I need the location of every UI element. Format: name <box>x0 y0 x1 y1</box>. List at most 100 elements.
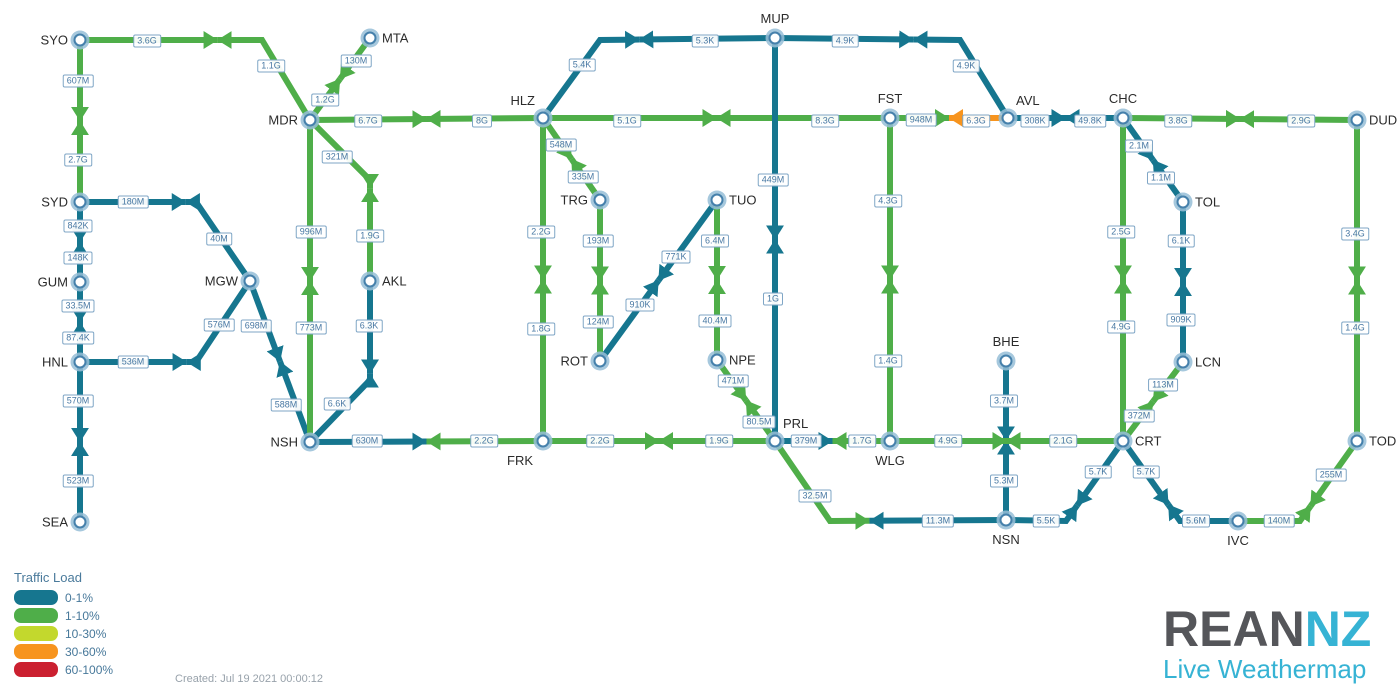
node-mta[interactable] <box>363 31 377 45</box>
node-fst[interactable] <box>883 111 897 125</box>
link-label-AKL-NSH-0[interactable]: 6.3K <box>355 319 383 333</box>
node-syd[interactable] <box>73 195 87 209</box>
node-avl[interactable] <box>1001 111 1015 125</box>
link-label-DUD-TOD-0[interactable]: 3.4G <box>1341 227 1369 241</box>
link-label-NPE-PRL-1[interactable]: 80.5M <box>742 415 776 429</box>
link-label-CHC-TOL-1[interactable]: 1.1M <box>1146 171 1176 185</box>
link-label-PRL-WLG-0[interactable]: 379M <box>790 434 822 448</box>
link-label-SYO-SYD-1[interactable]: 2.7G <box>64 153 92 167</box>
link-label-TRG-ROT-1[interactable]: 124M <box>582 315 614 329</box>
link-HLZ-MUP-fwd[interactable] <box>540 30 640 120</box>
link-label-MGW-NSH-0[interactable]: 698M <box>240 319 272 333</box>
link-label-LCN-CRT-1[interactable]: 372M <box>1123 409 1155 423</box>
node-lcn[interactable] <box>1176 355 1190 369</box>
link-label-MDR-NSH-0[interactable]: 996M <box>295 225 327 239</box>
node-wlg[interactable] <box>883 434 897 448</box>
link-label-NPE-PRL-0[interactable]: 471M <box>717 374 749 388</box>
link-label-CHC-TOL-0[interactable]: 2.1M <box>1124 139 1154 153</box>
link-label-HLZ-FST-0[interactable]: 5.1G <box>613 114 641 128</box>
link-label-AVL-CHC-1[interactable]: 49.8K <box>1074 114 1106 128</box>
link-label-NSH-FRK-0[interactable]: 630M <box>351 434 383 448</box>
link-CRT-IVC-rev[interactable] <box>1165 502 1238 524</box>
node-chc[interactable] <box>1116 111 1130 125</box>
link-label-MDR-HLZ-1[interactable]: 8G <box>471 114 493 128</box>
link-label-WLG-CRT-0[interactable]: 4.9G <box>934 434 962 448</box>
link-label-GUM-HNL-1[interactable]: 87.4K <box>62 331 94 345</box>
link-label-TOL-LCN-1[interactable]: 909K <box>1166 313 1196 327</box>
link-MDR-AKL-fwd[interactable] <box>307 117 379 189</box>
link-label-MUP-AVL-0[interactable]: 4.9K <box>831 34 859 48</box>
link-CRT-NSN-rev[interactable] <box>1005 503 1080 525</box>
node-mdr[interactable] <box>303 113 317 127</box>
link-label-HNL-MGW-1[interactable]: 576M <box>203 318 235 332</box>
link-label-HLZ-FST-1[interactable]: 8.3G <box>811 114 839 128</box>
link-label-FST-WLG-0[interactable]: 4.3G <box>874 194 902 208</box>
link-label-HLZ-TRG-1[interactable]: 335M <box>567 170 599 184</box>
node-syo[interactable] <box>73 33 87 47</box>
link-label-HLZ-TRG-0[interactable]: 548M <box>545 138 577 152</box>
node-npe[interactable] <box>710 353 724 367</box>
link-label-MUP-AVL-1[interactable]: 4.9K <box>952 59 980 73</box>
link-SYD-MGW-rev[interactable] <box>185 193 253 283</box>
link-label-MUP-PRL-0[interactable]: 449M <box>757 173 789 187</box>
node-frk[interactable] <box>536 434 550 448</box>
link-label-BHE-NSN-0[interactable]: 3.7M <box>989 394 1019 408</box>
link-label-MUP-PRL-1[interactable]: 1G <box>762 292 784 306</box>
link-label-TUO-NPE-1[interactable]: 40.4M <box>698 314 732 328</box>
link-label-MDR-AKL-1[interactable]: 1.9G <box>356 229 384 243</box>
link-label-SYD-MGW-1[interactable]: 40M <box>206 232 232 246</box>
link-CHC-TOL-fwd[interactable] <box>1120 116 1156 162</box>
link-label-FST-AVL-0[interactable]: 948M <box>905 113 937 127</box>
node-crt[interactable] <box>1116 434 1130 448</box>
link-label-MDR-HLZ-0[interactable]: 6.7G <box>354 114 382 128</box>
link-label-PRL-WLG-1[interactable]: 1.7G <box>848 434 876 448</box>
link-ROT-TUO-fwd[interactable] <box>597 278 661 363</box>
node-prl[interactable] <box>768 434 782 448</box>
link-label-CRT-NSN-0[interactable]: 5.7K <box>1084 465 1112 479</box>
link-label-ROT-TUO-0[interactable]: 910K <box>625 298 655 312</box>
link-label-FRK-PRL-1[interactable]: 1.9G <box>705 434 733 448</box>
node-nsh[interactable] <box>303 435 317 449</box>
link-label-HLZ-MUP-1[interactable]: 5.3K <box>691 34 719 48</box>
link-label-GUM-HNL-0[interactable]: 33.5M <box>61 299 95 313</box>
node-tod[interactable] <box>1350 434 1364 448</box>
link-label-SYO-MDR-1[interactable]: 1.1G <box>257 59 285 73</box>
link-label-TOL-LCN-0[interactable]: 6.1K <box>1167 234 1195 248</box>
link-label-HNL-SEA-1[interactable]: 523M <box>62 474 94 488</box>
node-mup[interactable] <box>768 31 782 45</box>
link-label-HNL-MGW-0[interactable]: 536M <box>117 355 149 369</box>
link-label-NSH-FRK-1[interactable]: 2.2G <box>470 434 498 448</box>
link-label-MTA-MDR-0[interactable]: 130M <box>340 54 372 68</box>
link-label-PRL-NSN-0[interactable]: 32.5M <box>798 489 832 503</box>
node-mgw[interactable] <box>243 274 257 288</box>
node-sea[interactable] <box>73 515 87 529</box>
link-label-SYO-SYD-0[interactable]: 607M <box>62 74 94 88</box>
link-label-TRG-ROT-0[interactable]: 193M <box>582 234 614 248</box>
node-hnl[interactable] <box>73 355 87 369</box>
node-ivc[interactable] <box>1231 514 1245 528</box>
link-label-HNL-SEA-0[interactable]: 570M <box>62 394 94 408</box>
link-label-SYD-GUM-0[interactable]: 842K <box>63 219 93 233</box>
link-label-AKL-NSH-1[interactable]: 6.6K <box>323 397 351 411</box>
link-label-HLZ-FRK-0[interactable]: 2.2G <box>527 225 555 239</box>
link-label-DUD-TOD-1[interactable]: 1.4G <box>1341 321 1369 335</box>
link-label-MTA-MDR-1[interactable]: 1.2G <box>311 93 339 107</box>
link-label-MDR-AKL-0[interactable]: 321M <box>321 150 353 164</box>
link-label-MGW-NSH-1[interactable]: 588M <box>270 398 302 412</box>
link-label-FST-AVL-1[interactable]: 6.3G <box>962 114 990 128</box>
link-PRL-NSN-fwd[interactable] <box>772 439 870 530</box>
link-label-AVL-CHC-0[interactable]: 308K <box>1020 114 1050 128</box>
link-label-HLZ-FRK-1[interactable]: 1.8G <box>527 322 555 336</box>
node-akl[interactable] <box>363 274 377 288</box>
link-MUP-AVL-rev[interactable] <box>912 30 1011 120</box>
link-label-ROT-TUO-1[interactable]: 771K <box>661 250 691 264</box>
link-label-HLZ-MUP-0[interactable]: 5.4K <box>568 58 596 72</box>
node-bhe[interactable] <box>999 354 1013 368</box>
node-rot[interactable] <box>593 354 607 368</box>
node-gum[interactable] <box>73 275 87 289</box>
link-label-CRT-IVC-0[interactable]: 5.7K <box>1132 465 1160 479</box>
node-dud[interactable] <box>1350 113 1364 127</box>
link-label-SYD-MGW-0[interactable]: 180M <box>117 195 149 209</box>
node-tol[interactable] <box>1176 195 1190 209</box>
node-hlz[interactable] <box>536 111 550 125</box>
